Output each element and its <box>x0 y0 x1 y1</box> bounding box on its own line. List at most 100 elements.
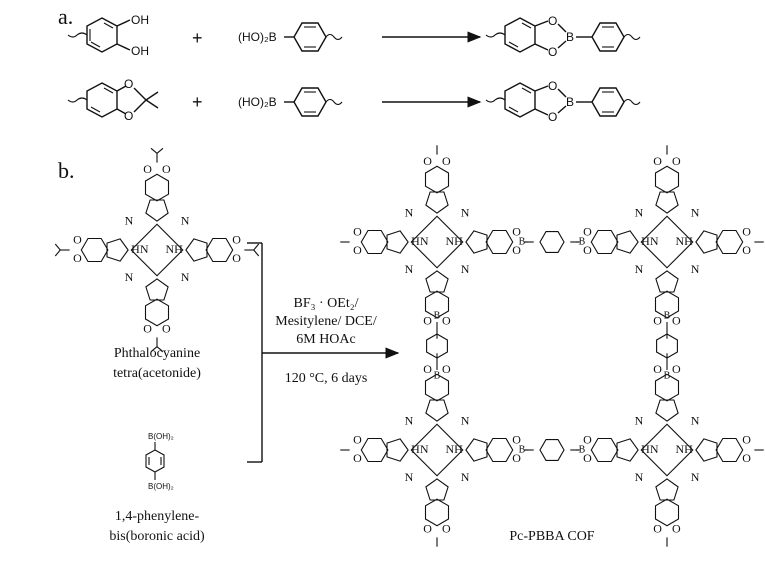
benzo-ring <box>360 229 389 255</box>
monomer1-label-line2: tetra(acetonide) <box>113 366 201 381</box>
atom-label: O <box>442 154 451 168</box>
atom-label: O <box>653 521 662 535</box>
atom-label: N <box>635 470 644 484</box>
atom-label: O <box>162 162 171 176</box>
product-oxygen-top: O <box>548 79 557 93</box>
atom-label: O <box>143 162 152 176</box>
benzo-ring <box>539 439 565 461</box>
atom-label: O <box>353 243 362 257</box>
atom-label: O <box>423 313 432 327</box>
atom-label: O <box>423 521 432 535</box>
pyrrole-ring <box>386 438 409 462</box>
atom-label: O <box>742 243 751 257</box>
atom-label: B <box>579 236 586 247</box>
monomer2-label-line1: 1,4-phenylene- <box>115 509 200 524</box>
monomer2-label-line2: bis(boronic acid) <box>109 529 205 544</box>
atom-label: O <box>583 432 592 446</box>
atom-label: N <box>691 470 700 484</box>
atom-label: O <box>672 521 681 535</box>
atom-label: O <box>442 313 451 327</box>
benzo-ring <box>715 229 744 255</box>
atom-label: N <box>405 262 414 276</box>
atom-label: B <box>519 236 526 247</box>
acetonide-oxygen-bottom: O <box>124 109 133 123</box>
atom-label: O <box>653 362 662 376</box>
atom-label: O <box>143 321 152 335</box>
atom-label: NH <box>165 242 183 256</box>
panel-a-label: a. <box>58 4 73 29</box>
atom-label: NH <box>675 234 693 248</box>
pyrrole-ring <box>425 191 449 214</box>
benzo-ring <box>144 298 170 327</box>
atom-label: N <box>405 206 414 220</box>
atom-label: B <box>519 444 526 455</box>
macrocycle <box>410 215 464 269</box>
benzo-ring <box>485 437 514 463</box>
pyrrole-ring <box>655 478 679 501</box>
pyrrole-ring <box>616 230 639 254</box>
product-ring <box>504 82 536 118</box>
benzo-ring <box>654 290 680 319</box>
atom-label: N <box>461 470 470 484</box>
benzo-ring <box>590 437 619 463</box>
pyrrole-ring <box>106 238 129 262</box>
atom-label: O <box>512 432 521 446</box>
atom-label: NH <box>445 442 463 456</box>
wavy-bond <box>67 32 88 38</box>
atom-label: N <box>405 470 414 484</box>
boronic-acid-group: (HO)₂B <box>238 95 277 109</box>
atom-label: N <box>461 414 470 428</box>
atom-label: O <box>423 154 432 168</box>
oh-group-bottom: OH <box>131 44 149 58</box>
wavy-bond <box>485 97 506 103</box>
reaction-bracket <box>247 242 400 463</box>
conditions-line4: 120 °C, 6 days <box>285 371 368 386</box>
atom-label: O <box>512 243 521 257</box>
atom-label: HN <box>131 242 149 256</box>
pyrrole-ring <box>616 438 639 462</box>
benzo-ring <box>654 165 680 194</box>
macrocycle <box>130 223 184 277</box>
atom-label: O <box>742 451 751 465</box>
boronic-acid-group: (HO)₂B <box>238 30 277 44</box>
atom-label: O <box>353 432 362 446</box>
conditions-line3: 6M HOAc <box>296 332 356 347</box>
benzo-ring <box>539 231 565 253</box>
panel-b-label: b. <box>58 158 75 183</box>
atom-label: O <box>232 251 241 265</box>
benzo-ring <box>590 229 619 255</box>
pyrrole-ring <box>386 230 409 254</box>
conditions-line2: Mesitylene/ DCE/ <box>275 314 377 329</box>
wavy-bond <box>485 32 506 38</box>
reaction-2: O O + (HO)₂B O O B <box>67 77 641 124</box>
atom-label: O <box>653 154 662 168</box>
atom-label: N <box>461 262 470 276</box>
atom-label: N <box>635 262 644 276</box>
macrocycle <box>410 423 464 477</box>
phenylene-bis-boronic-acid-structure: B(OH)₂ B(OH)₂ <box>145 432 174 491</box>
atom-label: HN <box>411 234 429 248</box>
product-label: Pc-PBBA COF <box>509 529 594 544</box>
benzo-ring <box>424 373 450 402</box>
pyrrole-ring <box>465 230 488 254</box>
pyrrole-ring <box>425 478 449 501</box>
benzo-ring <box>426 333 448 359</box>
pyrrole-ring <box>185 238 208 262</box>
atom-label: O <box>742 224 751 238</box>
conditions-line1: BF₃ · OEt₂/ <box>294 296 359 311</box>
atom-label: O <box>73 251 82 265</box>
atom-label: O <box>353 451 362 465</box>
benzo-ring <box>360 437 389 463</box>
atom-label: N <box>691 206 700 220</box>
pyrrole-ring <box>425 270 449 293</box>
wavy-bond <box>623 33 641 41</box>
atom-label: O <box>672 313 681 327</box>
benzo-ring <box>424 498 450 527</box>
atom-label: O <box>442 362 451 376</box>
atom-label: N <box>181 270 190 284</box>
product-oxygen-top: O <box>548 14 557 28</box>
atom-label: N <box>691 414 700 428</box>
pyrrole-ring <box>695 230 718 254</box>
acetonide-ring <box>86 82 118 118</box>
